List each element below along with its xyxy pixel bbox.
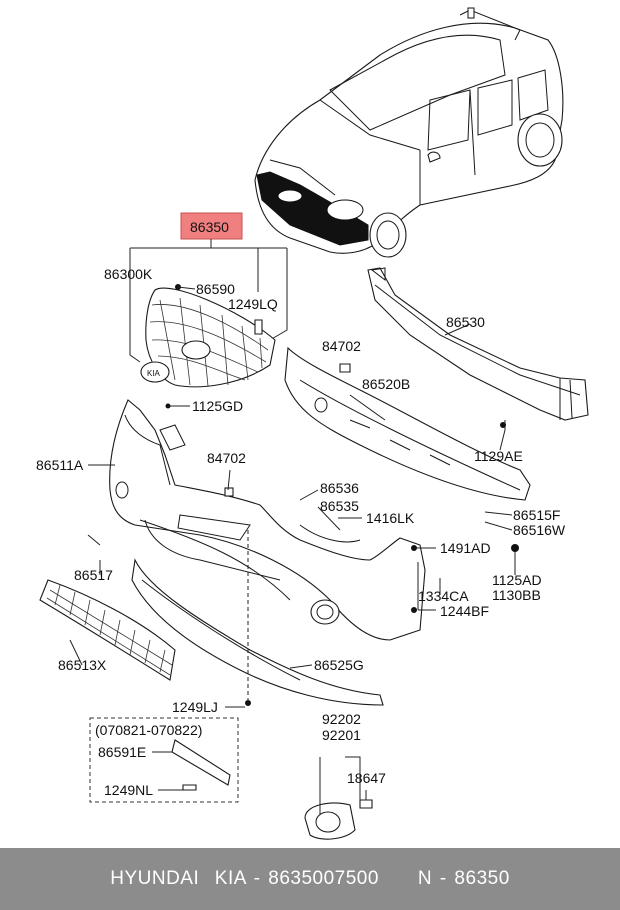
label-1491AD: 1491AD bbox=[440, 540, 491, 556]
label-84702-b: 84702 bbox=[207, 450, 246, 466]
label-1416LK: 1416LK bbox=[366, 510, 415, 526]
label-1334CA: 1334CA bbox=[418, 588, 469, 604]
label-86511A: 86511A bbox=[36, 457, 84, 473]
label-1125AD: 1125AD bbox=[492, 572, 542, 588]
label-92202: 92202 bbox=[322, 711, 361, 727]
label-86590: 86590 bbox=[196, 281, 235, 297]
label-86515F: 86515F bbox=[513, 507, 560, 523]
label-1129AE: 1129AE bbox=[474, 448, 523, 464]
label-86530: 86530 bbox=[446, 314, 485, 330]
label-1249LQ: 1249LQ bbox=[228, 296, 278, 312]
bumper-beam bbox=[367, 267, 589, 421]
highlight-box bbox=[180, 212, 243, 240]
label-1249NL: 1249NL bbox=[104, 782, 153, 798]
fog-lamp bbox=[304, 799, 373, 840]
footer-text: HYUNDAI KIA - 8635007500 N - 86350 bbox=[110, 868, 510, 889]
label-86535: 86535 bbox=[320, 498, 359, 514]
label-86517: 86517 bbox=[74, 567, 113, 583]
label-86525G: 86525G bbox=[314, 657, 364, 673]
front-bumper-cover bbox=[109, 399, 426, 641]
car-illustration bbox=[254, 7, 564, 258]
variant-box bbox=[89, 717, 239, 803]
highlight-part-number: 86350 bbox=[190, 219, 229, 235]
label-86536: 86536 bbox=[320, 480, 359, 496]
lower-grille bbox=[39, 579, 176, 681]
label-86300K: 86300K bbox=[104, 266, 153, 282]
radiator-grille: KIA bbox=[140, 287, 276, 388]
svg-text:KIA: KIA bbox=[147, 369, 161, 378]
label-86513X: 86513X bbox=[58, 657, 107, 673]
label-070821-070822: (070821-070822) bbox=[95, 722, 202, 738]
bumper-lip bbox=[131, 558, 384, 706]
label-18647: 18647 bbox=[347, 770, 386, 786]
label-86591E: 86591E bbox=[98, 744, 146, 760]
label-1249LJ: 1249LJ bbox=[172, 699, 218, 715]
label-86516W: 86516W bbox=[513, 522, 566, 538]
energy-absorber bbox=[284, 346, 531, 501]
label-1244BF: 1244BF bbox=[440, 603, 489, 619]
label-92201: 92201 bbox=[322, 727, 361, 743]
label-84702-a: 84702 bbox=[322, 338, 361, 354]
label-1130BB: 1130BB bbox=[492, 587, 541, 603]
label-1125GD: 1125GD bbox=[192, 398, 243, 414]
label-86520B: 86520B bbox=[362, 376, 410, 392]
footer-bar: HYUNDAI KIA - 8635007500 N - 86350 bbox=[0, 848, 620, 910]
parts-diagram: 86350 KIA bbox=[36, 7, 589, 840]
